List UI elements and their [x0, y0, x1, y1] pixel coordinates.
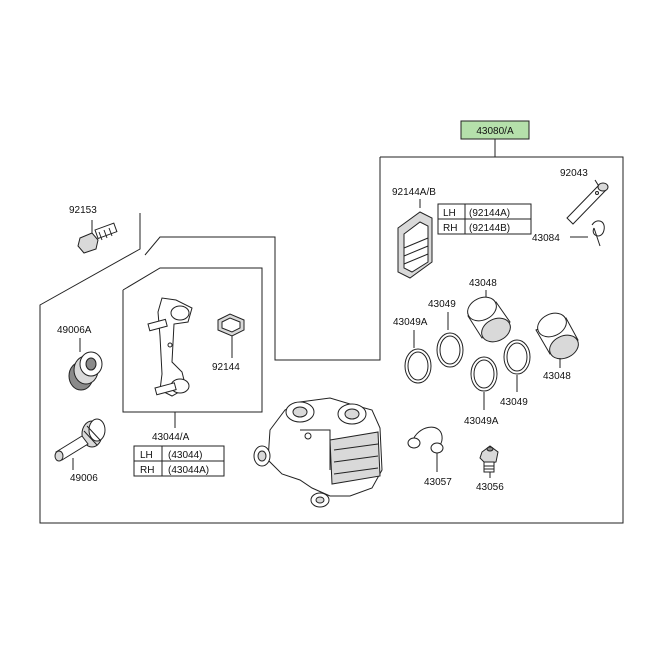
bracket-row-rh-part: (43044A) [168, 465, 209, 476]
caliper-body [253, 397, 383, 508]
label-92144AB[interactable]: 92144A/B [392, 187, 436, 198]
label-43048-top[interactable]: 43048 [469, 278, 497, 289]
boot-49006A [68, 351, 103, 391]
piston-43048-top [467, 296, 511, 343]
piston-43048-right [535, 312, 579, 360]
assembly-label[interactable]: 43080/A [476, 126, 514, 137]
pads-side-table: LH (92144A) RH (92144B) [437, 203, 532, 235]
pads-row-rh-side: RH [443, 223, 457, 234]
label-43044A[interactable]: 43044/A [152, 432, 190, 443]
pads-row-lh-side: LH [443, 208, 456, 219]
pads-row-rh-part: (92144B) [469, 223, 510, 234]
bracket-group-outline [144, 236, 381, 361]
pad-pin-92043 [566, 182, 609, 225]
label-92043[interactable]: 92043 [560, 168, 588, 179]
seal-43049A-bottom [470, 356, 498, 392]
brake-pads-92144AB [397, 211, 433, 279]
label-49006A[interactable]: 49006A [57, 325, 92, 336]
bracket-side-table: LH (43044) RH (43044A) [133, 445, 225, 477]
label-43049A-left[interactable]: 43049A [393, 317, 428, 328]
pipe-43057 [407, 426, 444, 454]
bracket-row-lh-side: LH [140, 450, 153, 461]
label-92153[interactable]: 92153 [69, 205, 97, 216]
pads-row-lh-part: (92144A) [469, 208, 510, 219]
label-43056[interactable]: 43056 [476, 482, 504, 493]
label-43049-top[interactable]: 43049 [428, 299, 456, 310]
label-43057[interactable]: 43057 [424, 477, 452, 488]
seal-43049A-left [404, 348, 432, 384]
bracket-row-rh-side: RH [140, 465, 154, 476]
label-49006[interactable]: 49006 [70, 473, 98, 484]
caliper-bracket-43044 [147, 297, 193, 397]
seal-43049-right [503, 339, 531, 375]
label-43084[interactable]: 43084 [532, 233, 560, 244]
label-43048-right[interactable]: 43048 [543, 371, 571, 382]
pin-49006 [54, 418, 106, 462]
clip-92144 [217, 313, 245, 337]
bleeder-43056 [479, 445, 499, 473]
assembly-outline [39, 156, 624, 524]
label-92144[interactable]: 92144 [212, 362, 240, 373]
bracket-row-lh-part: (43044) [168, 450, 202, 461]
bolt-92153 [77, 222, 118, 254]
label-43049-right[interactable]: 43049 [500, 397, 528, 408]
r-clip-43084 [591, 220, 605, 247]
bracket-box [122, 267, 263, 413]
seal-43049-top [436, 332, 464, 368]
label-43049A-bottom[interactable]: 43049A [464, 416, 499, 427]
